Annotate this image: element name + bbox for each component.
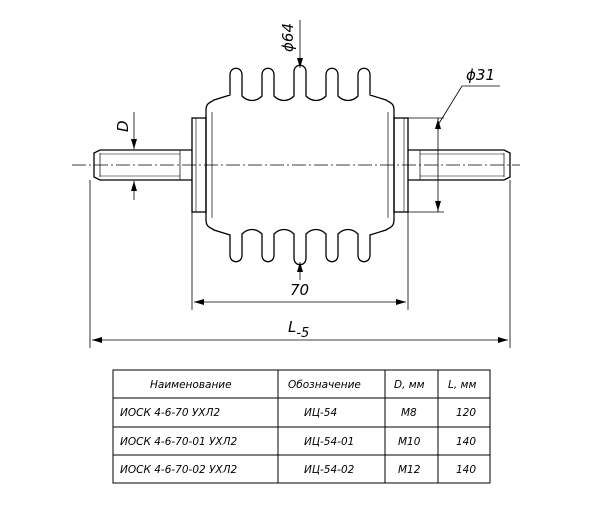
spec-table (112, 369, 491, 484)
cell-name: ИОСК 4-6-70-02 УХЛ2 (120, 464, 238, 476)
cell-designation: ИЦ-54 (304, 407, 337, 419)
shed-diameter-label: ϕ64 (279, 23, 297, 52)
threaded-studs (93, 149, 511, 181)
body-diameter-label: ϕ31 (466, 66, 495, 84)
table-row: ИОСК 4-6-70 УХЛ2 ИЦ-54 М8 120 (120, 407, 476, 419)
cell-designation: ИЦ-54-01 (304, 436, 354, 448)
total-length-label: L-5 (288, 318, 309, 341)
header-l: L, мм (448, 379, 476, 391)
end-fittings (191, 117, 409, 213)
dimension-body-diameter (408, 85, 500, 213)
dimension-thread (124, 112, 144, 200)
cell-designation: ИЦ-54-02 (304, 464, 355, 476)
cell-name: ИОСК 4-6-70 УХЛ2 (120, 407, 220, 419)
body-length-label: 70 (290, 281, 309, 299)
cell-d: М12 (398, 464, 421, 476)
dimension-body-length (191, 212, 409, 310)
header-name: Наименование (150, 379, 232, 391)
dimension-total-length (89, 180, 511, 348)
header-designation: Обозначение (288, 379, 361, 391)
cell-l: 120 (456, 407, 476, 419)
table-header-row: Наименование Обозначение D, мм L, мм (150, 379, 476, 391)
cell-l: 140 (456, 464, 476, 476)
table-row: ИОСК 4-6-70-02 УХЛ2 ИЦ-54-02 М12 140 (120, 464, 476, 476)
header-d: D, мм (394, 379, 425, 391)
cell-name: ИОСК 4-6-70-01 УХЛ2 (120, 436, 238, 448)
cell-d: М8 (401, 407, 417, 419)
table-row: ИОСК 4-6-70-01 УХЛ2 ИЦ-54-01 М10 140 (120, 436, 476, 448)
cell-l: 140 (456, 436, 476, 448)
cell-d: М10 (398, 436, 421, 448)
thread-label: D (114, 120, 132, 132)
